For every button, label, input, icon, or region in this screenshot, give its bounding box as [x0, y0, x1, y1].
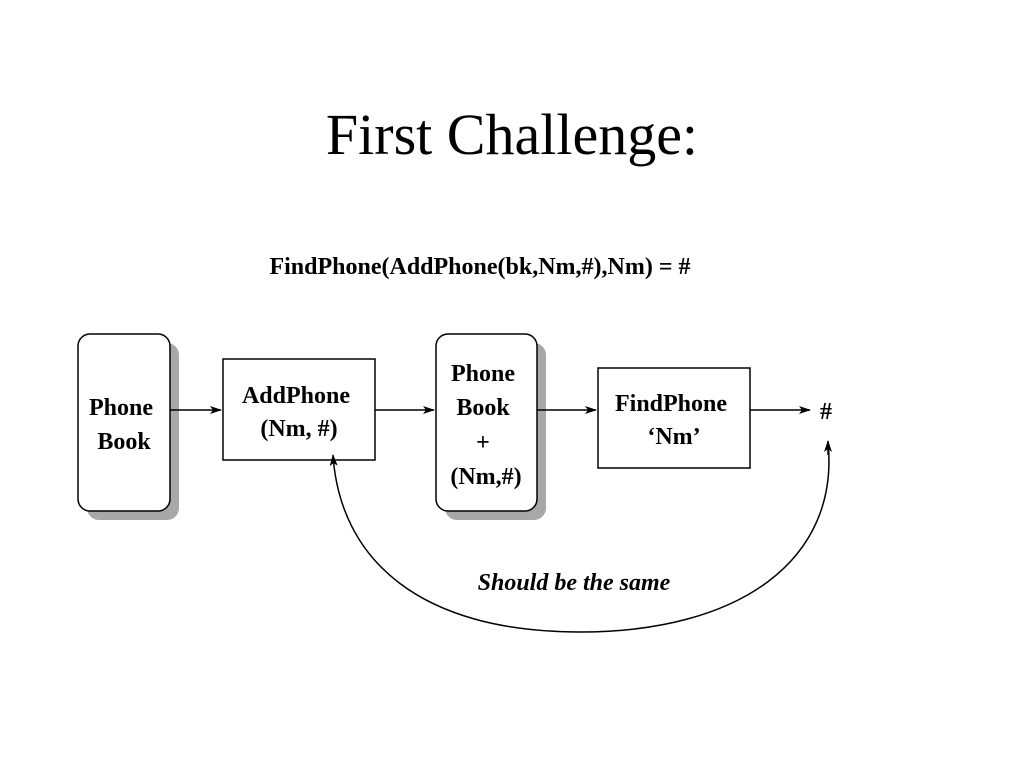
svg-text:Phone Book: Phone Book [89, 395, 159, 455]
same-note: Should be the same [478, 570, 671, 596]
addphone-label-line1: AddPhone [242, 383, 350, 409]
phone-book-label-line2: Book [97, 429, 151, 455]
phone-book-node: Phone Book [77, 333, 179, 520]
phone-book-box [77, 333, 171, 512]
addphone-box [222, 358, 376, 461]
phone-book-plus-box [435, 333, 538, 512]
phone-book-plus-label-line1: Phone [451, 361, 515, 387]
findphone-label-line1: FindPhone [615, 391, 727, 417]
svg-text:FindPhone ‘Nm’: FindPhone ‘Nm’ [615, 391, 733, 450]
phone-book-label-line1: Phone [89, 395, 153, 421]
phone-book-plus-label-line4: (Nm,#) [450, 464, 521, 490]
comparison-curve [329, 441, 830, 633]
findphone-label-line2: ‘Nm’ [647, 424, 700, 450]
phone-book-plus-label-line2: Book [456, 395, 510, 421]
findphone-box [597, 367, 751, 469]
addphone-node: AddPhone (Nm, #) [222, 358, 376, 461]
addphone-label-line2: (Nm, #) [260, 416, 337, 442]
svg-text:AddPhone (Nm, #): AddPhone (Nm, #) [242, 383, 356, 442]
result-symbol: # [820, 399, 832, 425]
formula-text: FindPhone(AddPhone(bk,Nm,#),Nm) = # [269, 254, 691, 280]
svg-text:Phone Book +: Phone Book + (Nm,#) [450, 361, 521, 490]
phone-book-plus-label-line3: + [476, 430, 490, 456]
slide-title: First Challenge: [325, 102, 699, 167]
phone-book-plus-node: Phone Book + (Nm,#) [435, 333, 546, 520]
findphone-node: FindPhone ‘Nm’ [597, 367, 751, 469]
